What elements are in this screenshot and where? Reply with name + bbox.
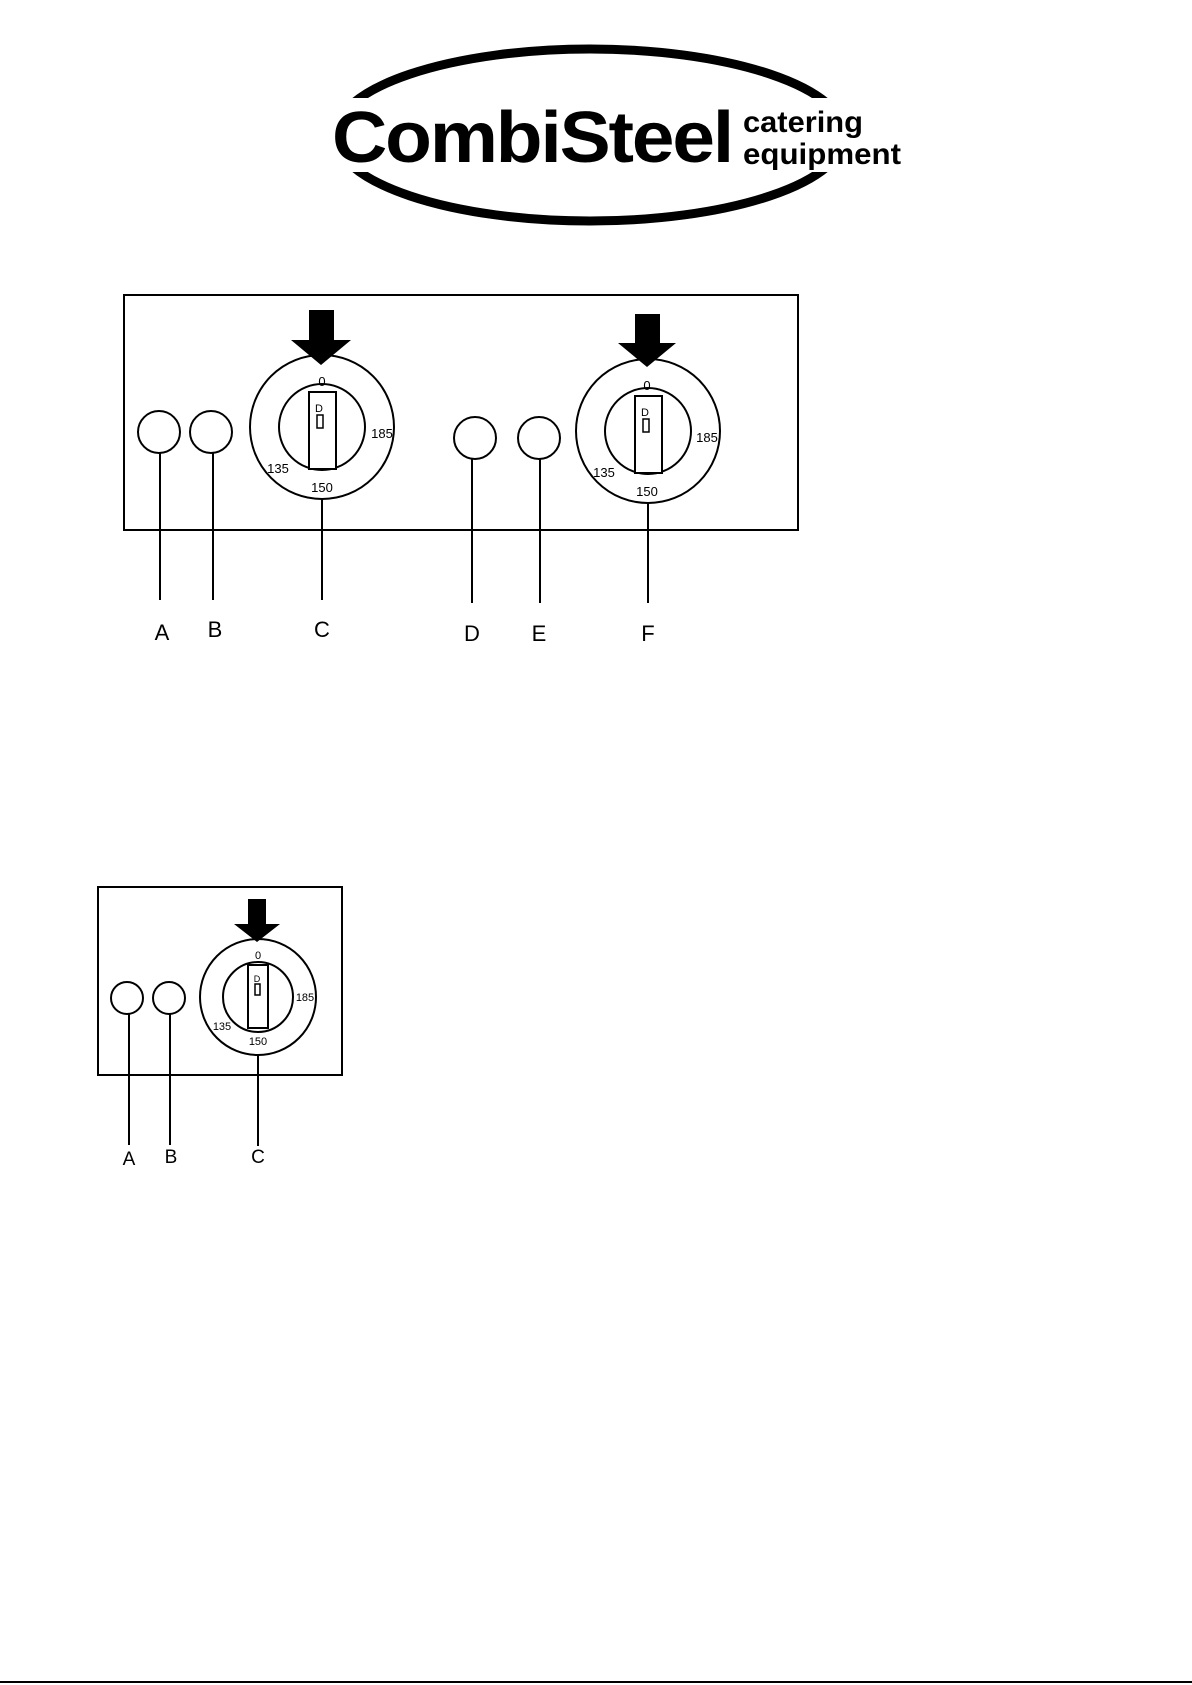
double-control-panel: D 0 185 150 135 D 0 185 150 135 xyxy=(124,295,798,646)
dial-mark-top: 0 xyxy=(318,374,325,389)
dial-mark-top: 0 xyxy=(255,950,261,962)
dial-mark-bottom: 150 xyxy=(311,480,333,495)
callout-label-c: C xyxy=(314,617,330,642)
dial-mark-bottom: 150 xyxy=(636,484,658,499)
dial-mark-left: 135 xyxy=(213,1021,231,1033)
indicator-lamp-b xyxy=(153,982,185,1014)
indicator-lamp-a xyxy=(111,982,143,1014)
indicator-lamp-e xyxy=(518,417,560,459)
dial-mark-right: 185 xyxy=(696,430,718,445)
thermostat-dial-f: D 0 185 150 135 xyxy=(576,314,720,503)
single-control-panel: D 0 185 150 135 A B C xyxy=(98,887,342,1170)
panel-outline xyxy=(124,295,798,530)
svg-text:D: D xyxy=(641,407,649,419)
svg-text:D: D xyxy=(315,403,323,415)
indicator-lamp-a xyxy=(138,411,180,453)
indicator-lamp-d xyxy=(454,417,496,459)
pointer-arrow-icon xyxy=(291,310,351,365)
page-bottom-rule xyxy=(0,1681,1192,1683)
callout-label-a: A xyxy=(123,1149,136,1170)
indicator-lamp-b xyxy=(190,411,232,453)
callout-label-b: B xyxy=(208,617,223,642)
pointer-arrow-icon xyxy=(234,899,280,942)
dial-mark-left: 135 xyxy=(593,465,615,480)
callout-label-a: A xyxy=(155,620,170,645)
thermostat-dial-c: D 0 185 150 135 xyxy=(200,899,316,1055)
thermostat-dial-c: D 0 185 150 135 xyxy=(250,310,394,499)
callout-label-c: C xyxy=(251,1147,265,1168)
dial-mark-right: 185 xyxy=(296,992,314,1004)
callout-label-f: F xyxy=(641,621,654,646)
dial-mark-bottom: 150 xyxy=(249,1036,267,1048)
dial-mark-left: 135 xyxy=(267,461,289,476)
dial-mark-top: 0 xyxy=(643,378,650,393)
dial-mark-right: 185 xyxy=(371,426,393,441)
panel-outline xyxy=(98,887,342,1075)
callout-label-d: D xyxy=(464,621,480,646)
callout-label-e: E xyxy=(532,621,547,646)
callout-label-b: B xyxy=(165,1147,178,1168)
svg-text:D: D xyxy=(254,974,261,984)
